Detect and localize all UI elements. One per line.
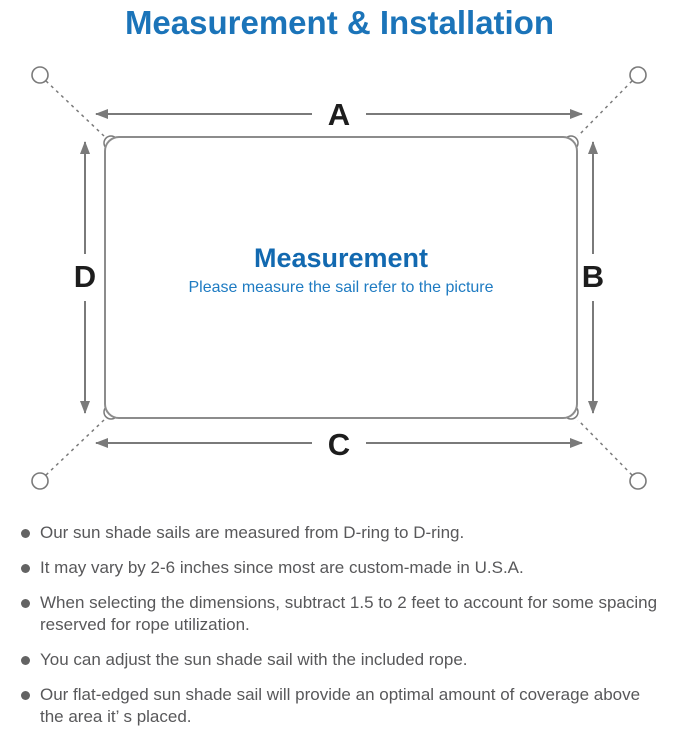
note-line: the area it’ s placed. — [40, 707, 192, 726]
dimension-label-c: C — [328, 427, 350, 462]
shade-sail-outline — [104, 136, 578, 419]
note-text: You can adjust the sun shade sail with t… — [40, 649, 468, 671]
note-line: Our flat-edged sun shade sail will provi… — [40, 685, 641, 704]
note-line: It may vary by 2-6 inches since most are… — [40, 558, 524, 577]
list-item: You can adjust the sun shade sail with t… — [20, 649, 663, 671]
note-text: It may vary by 2-6 inches since most are… — [40, 557, 524, 579]
measurement-notes-list: Our sun shade sails are measured from D-… — [0, 502, 679, 728]
note-text: Our sun shade sails are measured from D-… — [40, 522, 464, 544]
anchor-point-circle-top-left — [31, 66, 49, 84]
diagram-center-subtitle: Please measure the sail refer to the pic… — [188, 279, 493, 296]
note-line: reserved for rope utilization. — [40, 615, 250, 634]
anchor-point-circle-top-right — [629, 66, 647, 84]
tether-dashed-line-top-left — [45, 80, 105, 137]
sail-measurement-diagram: A C D B Measurement Please measure the s… — [0, 42, 679, 502]
tether-dashed-line-bottom-left — [45, 419, 105, 476]
dimension-label-a: A — [328, 97, 350, 132]
note-line: You can adjust the sun shade sail with t… — [40, 650, 468, 669]
tether-dashed-line-bottom-right — [577, 419, 633, 476]
bullet-icon — [21, 691, 30, 700]
list-item: Our flat-edged sun shade sail will provi… — [20, 684, 663, 728]
note-text: Our flat-edged sun shade sail will provi… — [40, 684, 640, 728]
bullet-icon — [21, 599, 30, 608]
bullet-icon — [21, 564, 30, 573]
dimension-label-d: D — [74, 259, 96, 294]
note-text: When selecting the dimensions, subtract … — [40, 592, 657, 636]
bullet-icon — [21, 529, 30, 538]
anchor-point-circle-bottom-right — [629, 472, 647, 490]
list-item: It may vary by 2-6 inches since most are… — [20, 557, 663, 579]
list-item: When selecting the dimensions, subtract … — [20, 592, 663, 636]
page-title: Measurement & Installation — [124, 4, 555, 41]
list-item: Our sun shade sails are measured from D-… — [20, 522, 663, 544]
diagram-center-title: Measurement — [254, 243, 428, 273]
note-line: When selecting the dimensions, subtract … — [40, 593, 658, 612]
tether-dashed-line-top-right — [577, 80, 633, 137]
anchor-point-circle-bottom-left — [31, 472, 49, 490]
dimension-label-b: B — [582, 259, 604, 294]
bullet-icon — [21, 656, 30, 665]
note-line: Our sun shade sails are measured from D-… — [40, 523, 465, 542]
sail-measurement-svg: A C D B Measurement Please measure the s… — [31, 66, 647, 490]
